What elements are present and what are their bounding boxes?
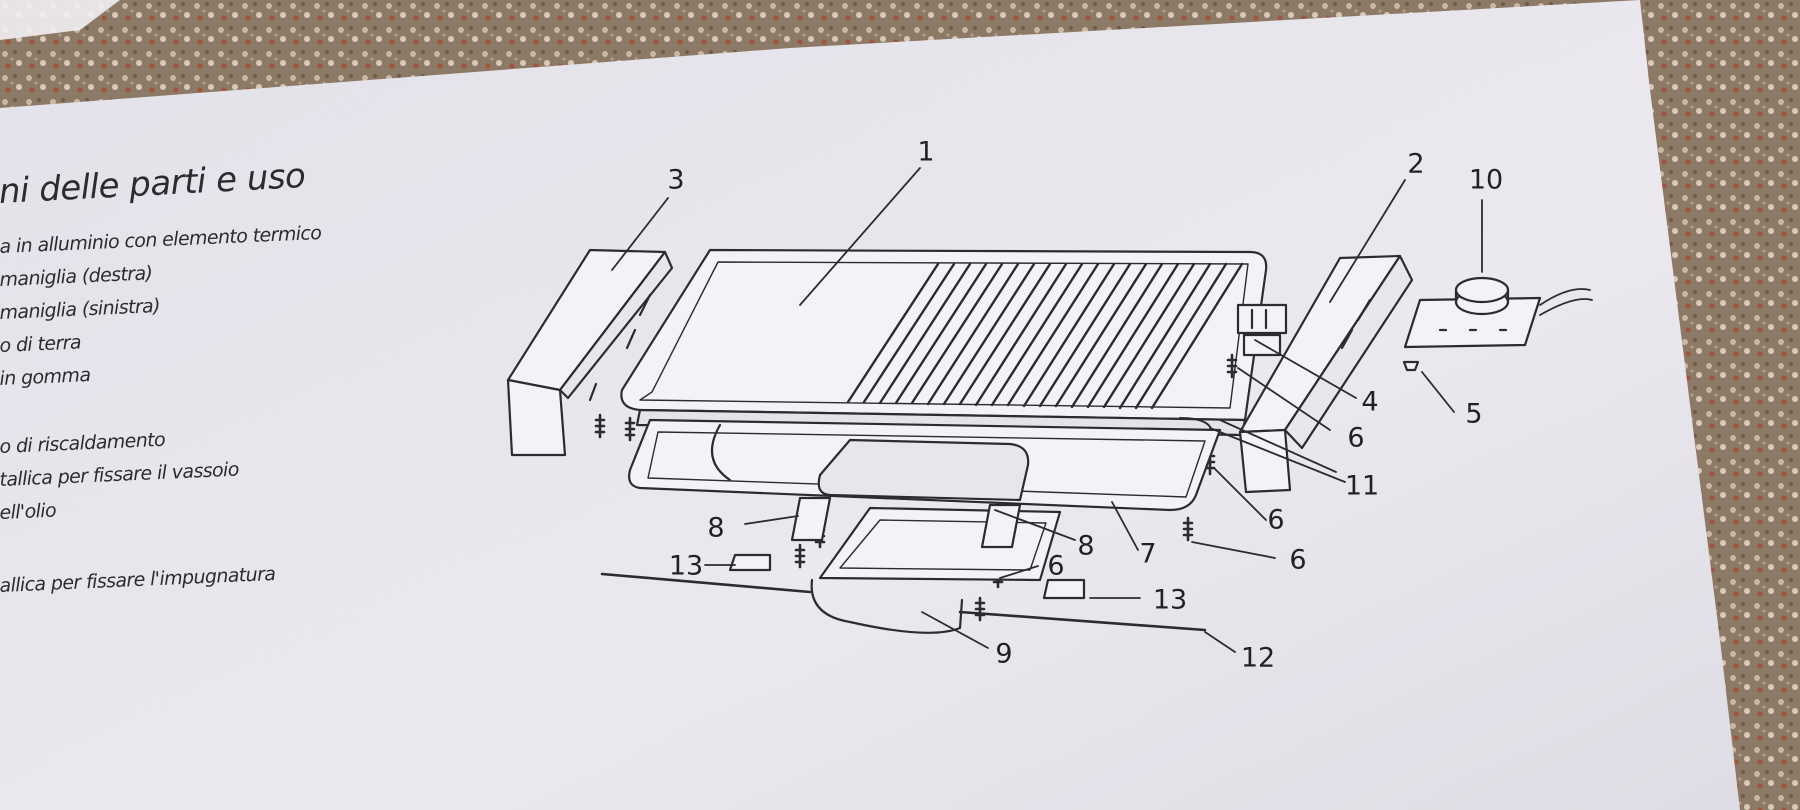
callout-7: 7 — [1139, 538, 1157, 570]
callout-10: 10 — [1468, 164, 1504, 196]
legend-item: ell'olio — [0, 499, 57, 524]
callout-3: 3 — [667, 164, 685, 196]
legend-item: in gomma — [0, 364, 91, 390]
rubber-foot — [1402, 360, 1420, 372]
callout-6: 6 — [1267, 504, 1285, 536]
callout-1: 1 — [917, 136, 935, 168]
callout-8: 8 — [1077, 530, 1095, 562]
base-tray — [628, 418, 1222, 512]
callout-6: 6 — [1289, 544, 1307, 576]
callout-8: 8 — [707, 512, 725, 544]
right-handle — [1238, 254, 1414, 494]
grill-ribs — [846, 262, 1244, 410]
callout-11: 11 — [1344, 470, 1380, 502]
callout-12: 12 — [1240, 642, 1276, 674]
metal-rod — [600, 572, 1207, 632]
box-top-flap — [0, 0, 120, 40]
callout-13: 13 — [668, 550, 704, 582]
callout-5: 5 — [1465, 398, 1483, 430]
leader-lines — [611, 167, 1483, 653]
callout-9: 9 — [995, 638, 1013, 670]
callout-6: 6 — [1047, 550, 1065, 582]
callout-4: 4 — [1361, 386, 1379, 418]
legend-item: o di terra — [0, 331, 82, 357]
callout-13: 13 — [1152, 584, 1188, 616]
callout-6: 6 — [1347, 422, 1365, 454]
left-handle — [506, 248, 674, 457]
grill-plate — [620, 248, 1268, 437]
thermostat-control — [1403, 276, 1593, 349]
clips — [728, 553, 1086, 600]
connector-block — [1236, 303, 1288, 357]
callout-2: 2 — [1407, 148, 1425, 180]
